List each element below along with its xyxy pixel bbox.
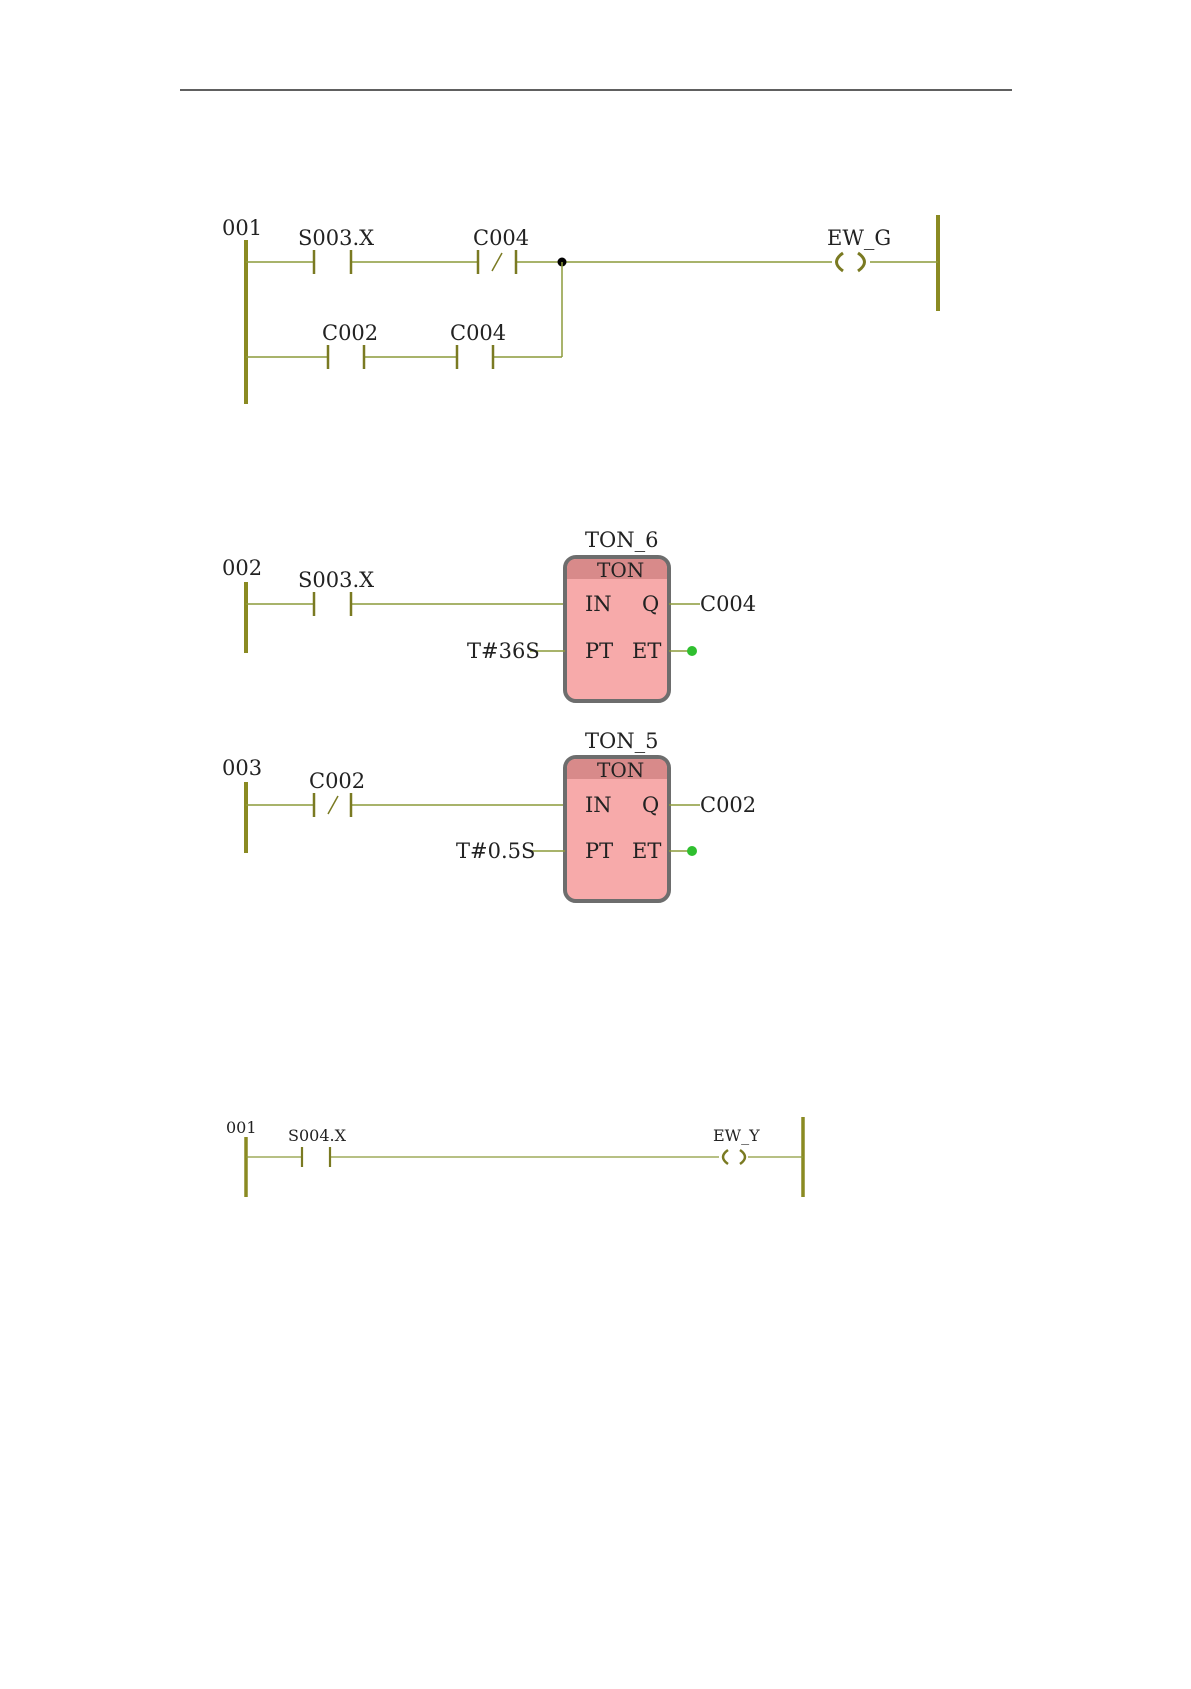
block-instance-name: TON_5 <box>585 729 658 753</box>
contact-label: C002 <box>309 769 365 793</box>
contact-no-c002[interactable]: C002 <box>322 321 378 369</box>
contact-label: S003.X <box>298 226 374 250</box>
contact-label: C004 <box>450 321 506 345</box>
pin-q-label: Q <box>642 592 659 616</box>
contact-no-s004x[interactable]: S004.X <box>288 1126 347 1167</box>
contact-no-c004[interactable]: C004 <box>450 321 506 369</box>
contact-no-s003x[interactable]: S003.X <box>298 568 374 616</box>
pt-value-label: T#36S <box>467 639 540 663</box>
ton-block-ton6[interactable]: TON_6 TON IN Q PT ET <box>565 528 669 701</box>
pin-in-label: IN <box>585 592 612 616</box>
q-output-label: C004 <box>700 592 756 616</box>
contact-label: S004.X <box>288 1126 347 1145</box>
contact-label: C004 <box>473 226 529 250</box>
pin-pt-label: PT <box>585 639 613 663</box>
contact-label: C002 <box>322 321 378 345</box>
contact-no-s003x[interactable]: S003.X <box>298 226 374 274</box>
contact-label: S003.X <box>298 568 374 592</box>
et-output-dot <box>687 646 697 656</box>
coil-label: EW_Y <box>713 1126 760 1145</box>
rung-number-002: 002 <box>222 556 262 580</box>
et-output-dot <box>687 846 697 856</box>
contact-nc-c002[interactable]: C002 <box>309 769 365 817</box>
contact-nc-c004[interactable]: C004 <box>473 226 529 274</box>
rung-002: 002 S003.X TON_6 TON IN Q PT ET T#36S C0… <box>222 528 756 701</box>
ton-block-ton5[interactable]: TON_5 TON IN Q PT ET <box>565 729 669 901</box>
rung-003: 003 C002 TON_5 TON IN Q PT ET T#0.5S C00… <box>222 729 756 901</box>
block-type-label: TON <box>597 558 644 582</box>
block-instance-name: TON_6 <box>585 528 658 552</box>
pin-pt-label: PT <box>585 839 613 863</box>
pin-et-label: ET <box>632 839 661 863</box>
rung-number-001: 001 <box>222 216 262 240</box>
rung-001-second-diagram: 001 S004.X EW_Y <box>226 1117 803 1197</box>
pin-et-label: ET <box>632 639 661 663</box>
pin-in-label: IN <box>585 793 612 817</box>
coil-ew-y[interactable]: EW_Y <box>713 1126 760 1164</box>
coil-ew-g[interactable]: EW_G <box>827 226 891 271</box>
rung-001: 001 S003.X C004 C002 <box>222 215 938 404</box>
block-type-label: TON <box>597 758 644 782</box>
rung-number-001: 001 <box>226 1118 257 1137</box>
pin-q-label: Q <box>642 793 659 817</box>
coil-label: EW_G <box>827 226 891 250</box>
pt-value-label: T#0.5S <box>456 839 535 863</box>
q-output-label: C002 <box>700 793 756 817</box>
rung-number-003: 003 <box>222 756 262 780</box>
